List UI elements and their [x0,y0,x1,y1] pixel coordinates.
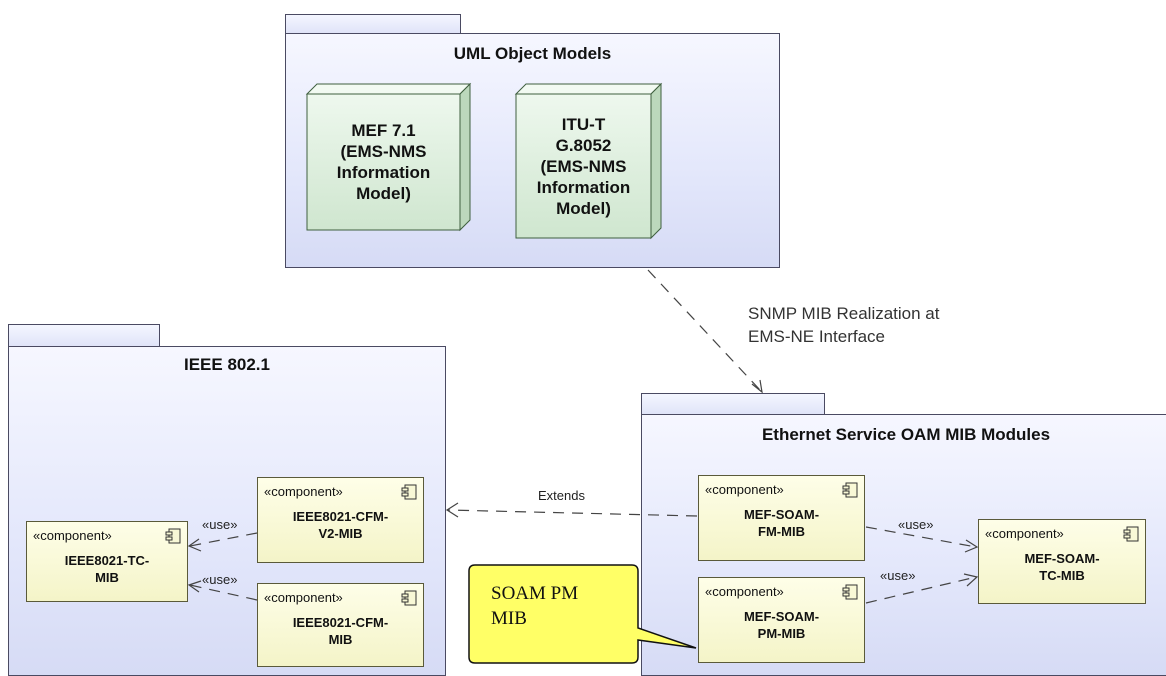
realization-label: SNMP MIB Realization at EMS-NE Interface [748,302,939,348]
use-label-pm: «use» [880,568,916,583]
component-icon [401,484,417,500]
component-name: MEF-SOAM- TC-MIB [979,550,1145,584]
component-name-line-1: MEF-SOAM- [1024,551,1100,566]
use-label-cfm-v2: «use» [202,517,238,532]
component-name: IEEE8021-CFM- MIB [258,614,423,648]
mef71-line-1: MEF 7.1 [351,121,416,140]
component-stereotype: «component» [705,482,784,497]
component-stereotype: «component» [33,528,112,543]
component-name-line-1: IEEE8021-CFM- [292,509,389,524]
itut-line-5: Model) [556,198,611,218]
component-name-line-2: FM-MIB [758,524,805,539]
component-icon [165,528,181,544]
use-label-cfm: «use» [202,572,238,587]
callout-line-1: SOAM PM [491,583,579,604]
itut-line-3: (EMS-NMS [540,156,627,176]
component-name-line-1: IEEE8021-CFM- [292,615,389,630]
component-icon [842,482,858,498]
ieee8021-cfm-v2-mib-component[interactable]: «component» IEEE8021-CFM- V2-MIB [257,477,424,563]
itut-node-label: ITU-T G.8052 (EMS-NMS Information Model) [516,94,651,238]
mef-soam-tc-mib-component[interactable]: «component» MEF-SOAM- TC-MIB [978,519,1146,604]
callout-text: SOAM PM MIB [491,581,578,631]
component-icon [401,590,417,606]
ieee8021-cfm-mib-component[interactable]: «component» IEEE8021-CFM- MIB [257,583,424,667]
mef71-node-label: MEF 7.1 (EMS-NMS Information Model) [307,94,460,230]
itut-g8052-node[interactable]: ITU-T G.8052 (EMS-NMS Information Model) [514,82,664,242]
component-name-line-2: V2-MIB [318,526,363,541]
ethernet-package-tab [641,393,825,415]
component-name-line-1: MEF-SOAM- [743,609,820,624]
component-name: IEEE8021-CFM- V2-MIB [258,508,423,542]
itut-node-shape [514,82,663,240]
mef71-line-3: Information [336,163,431,182]
realization-label-line-2: EMS-NE Interface [748,327,885,346]
itut-line-2: G.8052 [555,135,612,155]
mef71-line-4: Model) [356,184,411,203]
component-stereotype: «component» [705,584,784,599]
component-stereotype: «component» [985,526,1064,541]
uml-package-title: UML Object Models [453,44,612,63]
mef-soam-fm-mib-component[interactable]: «component» MEF-SOAM- FM-MIB [698,475,865,561]
callout-line-2: MIB [491,608,527,629]
component-name-line-2: PM-MIB [757,626,806,641]
ieee-package-title: IEEE 802.1 [183,355,270,374]
ieee8021-tc-mib-component[interactable]: «component» IEEE8021-TC- MIB [26,521,188,602]
use-label-fm: «use» [898,517,934,532]
mef71-node[interactable]: MEF 7.1 (EMS-NMS Information Model) [305,82,473,232]
ieee-package-tab [8,324,160,347]
component-name-line-2: TC-MIB [1039,568,1085,583]
itut-line-4: Information [536,177,631,197]
realization-label-line-1: SNMP MIB Realization at [748,304,940,323]
component-stereotype: «component» [264,590,343,605]
component-name: IEEE8021-TC- MIB [27,552,187,586]
component-stereotype: «component» [264,484,343,499]
component-name-line-2: MIB [95,570,119,585]
component-name: MEF-SOAM- FM-MIB [699,506,864,540]
component-name-line-1: MEF-SOAM- [743,507,820,522]
component-name-line-1: IEEE8021-TC- [64,553,150,568]
component-icon [842,584,858,600]
mef71-node-shape [305,82,472,232]
itut-line-1: ITU-T [561,114,606,134]
component-name-line-2: MIB [328,632,353,647]
mef-soam-pm-mib-component[interactable]: «component» MEF-SOAM- PM-MIB [698,577,865,663]
mef71-line-2: (EMS-NMS [340,142,427,161]
extends-label: Extends [538,488,585,503]
component-name: MEF-SOAM- PM-MIB [699,608,864,642]
ethernet-package-title: Ethernet Service OAM MIB Modules [761,425,1051,444]
uml-package-tab [285,14,461,34]
component-icon [1123,526,1139,542]
